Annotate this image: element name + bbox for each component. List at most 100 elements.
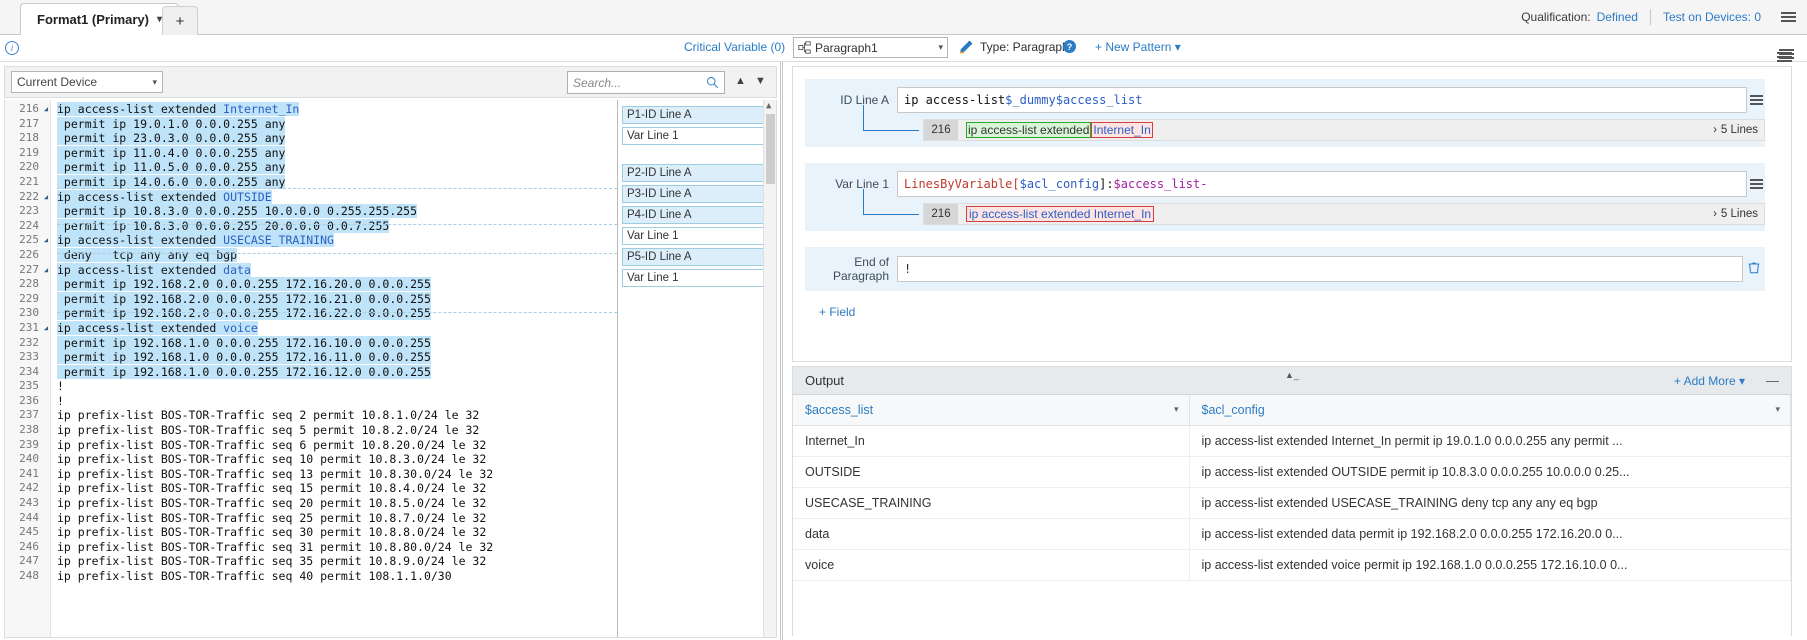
output-column-acl-config[interactable]: $acl_config ▾ — [1189, 395, 1791, 426]
device-select[interactable]: Current Device ▾ — [11, 71, 163, 93]
pattern-chip-var-line[interactable]: Var Line 1 — [622, 269, 774, 287]
code-line-text: ! — [57, 379, 64, 394]
pattern-chip-id-line[interactable]: P1-ID Line A — [622, 106, 774, 124]
pattern-chip-id-line[interactable]: P3-ID Line A — [622, 185, 774, 203]
table-row[interactable]: USECASE_TRAININGip access-list extended … — [793, 488, 1791, 519]
table-row[interactable]: voiceip access-list extended voice permi… — [793, 550, 1791, 581]
end-of-paragraph-input[interactable]: ! — [897, 256, 1743, 282]
hamburger-icon[interactable] — [1773, 0, 1803, 34]
search-icon[interactable] — [706, 76, 719, 89]
tab-format1[interactable]: Format1 (Primary) ▾ — [20, 3, 179, 35]
var-line-match-box[interactable]: 216 ip access-list extended Internet_In … — [923, 203, 1765, 225]
code-line[interactable]: 219 permit ip 11.0.4.0 0.0.0.255 any — [5, 146, 776, 161]
connector-elbow — [863, 189, 919, 215]
hamburger-icon[interactable] — [1747, 99, 1765, 101]
code-line[interactable]: 248ip prefix-list BOS-TOR-Traffic seq 40… — [5, 569, 776, 584]
new-pattern-button[interactable]: + New Pattern ▾ — [1095, 40, 1181, 54]
table-row[interactable]: Internet_Inip access-list extended Inter… — [793, 426, 1791, 457]
var-line-lines-label: 5 Lines — [1721, 208, 1758, 220]
fold-toggle-icon[interactable]: ◢ — [42, 263, 50, 278]
code-line[interactable]: 232 permit ip 192.168.1.0 0.0.0.255 172.… — [5, 336, 776, 351]
code-line[interactable]: 240ip prefix-list BOS-TOR-Traffic seq 10… — [5, 452, 776, 467]
paragraph-select[interactable]: Paragraph1 ▾ — [793, 37, 948, 58]
pattern-chip-id-line[interactable]: P2-ID Line A — [622, 164, 774, 182]
chevron-down-icon[interactable]: ▾ — [1174, 404, 1179, 415]
code-scrollbar[interactable]: ▲ — [763, 100, 776, 637]
code-line[interactable]: 234 permit ip 192.168.1.0 0.0.0.255 172.… — [5, 365, 776, 380]
add-tab-button[interactable]: + — [162, 6, 198, 35]
id-line-match-box[interactable]: 216 ip access-list extendedInternet_In ›… — [923, 119, 1765, 141]
var-line-expand-lines-button[interactable]: ›5 Lines — [1713, 208, 1758, 220]
pattern-chip-var-line[interactable]: Var Line 1 — [622, 127, 774, 145]
code-line[interactable]: 230 permit ip 192.168.2.0 0.0.0.255 172.… — [5, 306, 776, 321]
code-line[interactable]: 233 permit ip 192.168.1.0 0.0.0.255 172.… — [5, 350, 776, 365]
add-more-button[interactable]: + Add More ▾ — [1674, 374, 1745, 388]
code-line[interactable]: 235! — [5, 379, 776, 394]
code-line[interactable]: 231◢ip access-list extended voice — [5, 321, 776, 336]
code-line[interactable]: 241ip prefix-list BOS-TOR-Traffic seq 13… — [5, 467, 776, 482]
fold-toggle-icon[interactable]: ◢ — [42, 233, 50, 248]
pattern-chip-id-line[interactable]: P5-ID Line A — [622, 248, 774, 266]
fold-toggle-icon[interactable]: ◢ — [42, 321, 50, 336]
pattern-connector-line — [57, 224, 617, 225]
pattern-chip-id-line[interactable]: P4-ID Line A — [622, 206, 774, 224]
help-icon[interactable]: ? — [1063, 40, 1076, 53]
id-line-match-row: 216 ip access-list extendedInternet_In ›… — [805, 119, 1765, 141]
critical-variable-link[interactable]: Critical Variable (0) — [684, 40, 785, 54]
var-line-bracket-open: [ — [1012, 177, 1019, 191]
config-code-editor[interactable]: 216◢ip access-list extended Internet_In2… — [4, 100, 777, 638]
trash-icon[interactable] — [1743, 260, 1765, 278]
id-line-match-linenum: 216 — [924, 120, 958, 140]
chevron-down-icon: ▾ — [938, 42, 943, 53]
code-line[interactable]: 238ip prefix-list BOS-TOR-Traffic seq 5 … — [5, 423, 776, 438]
test-on-devices-link[interactable]: Test on Devices: 0 — [1663, 10, 1761, 24]
nav-down-button[interactable]: ▼ — [755, 75, 766, 87]
hamburger-icon[interactable] — [1771, 37, 1801, 71]
code-line-text: ip access-list extended USECASE_TRAINING — [57, 233, 334, 248]
chevron-down-icon[interactable]: ▾ — [1775, 404, 1780, 415]
line-number: 232 — [5, 336, 39, 351]
code-line[interactable]: 247ip prefix-list BOS-TOR-Traffic seq 35… — [5, 554, 776, 569]
fold-toggle-icon[interactable]: ◢ — [42, 190, 50, 205]
code-line[interactable]: 244ip prefix-list BOS-TOR-Traffic seq 25… — [5, 511, 776, 526]
minus-icon[interactable]: — — [1766, 373, 1779, 388]
pattern-editor: ID Line A ip access-list $_dummy $access… — [792, 66, 1792, 362]
line-number: 224 — [5, 219, 39, 234]
info-icon[interactable]: i — [5, 41, 19, 55]
code-line[interactable]: 236! — [5, 394, 776, 409]
table-row[interactable]: dataip access-list extended data permit … — [793, 519, 1791, 550]
code-line-text: permit ip 192.168.1.0 0.0.0.255 172.16.1… — [57, 336, 431, 351]
output-table-header-row: $access_list ▾ $acl_config ▾ — [793, 395, 1791, 426]
nav-up-button[interactable]: ▲ — [735, 75, 746, 87]
code-line[interactable]: 229 permit ip 192.168.2.0 0.0.0.255 172.… — [5, 292, 776, 307]
pattern-chip-var-line[interactable]: Var Line 1 — [622, 227, 774, 245]
qualification-value[interactable]: Defined — [1597, 10, 1638, 24]
qualification-label: Qualification: — [1521, 10, 1590, 24]
code-line[interactable]: 242ip prefix-list BOS-TOR-Traffic seq 15… — [5, 481, 776, 496]
code-line[interactable]: 239ip prefix-list BOS-TOR-Traffic seq 6 … — [5, 438, 776, 453]
output-column-access-list[interactable]: $access_list ▾ — [793, 395, 1189, 426]
pencil-icon[interactable] — [958, 39, 974, 55]
line-number: 247 — [5, 554, 39, 569]
line-number: 231 — [5, 321, 39, 336]
table-row[interactable]: OUTSIDEip access-list extended OUTSIDE p… — [793, 457, 1791, 488]
hamburger-icon[interactable] — [1747, 183, 1765, 185]
search-input[interactable]: Search... — [567, 71, 725, 94]
code-line[interactable]: 246ip prefix-list BOS-TOR-Traffic seq 31… — [5, 540, 776, 555]
id-line-expand-lines-button[interactable]: ›5 Lines — [1713, 124, 1758, 136]
add-field-button[interactable]: + Field — [819, 305, 855, 319]
scrollbar-thumb[interactable] — [766, 114, 775, 184]
pane-divider — [782, 62, 783, 640]
id-line-input[interactable]: ip access-list $_dummy $access_list — [897, 87, 1747, 113]
acl-name-token: voice — [223, 321, 258, 335]
chevron-down-icon: ▾ — [1739, 374, 1745, 388]
code-line[interactable]: 245ip prefix-list BOS-TOR-Traffic seq 30… — [5, 525, 776, 540]
cell-access-list: voice — [793, 550, 1189, 581]
var-line-input[interactable]: LinesByVariable[$acl_config]:$access_lis… — [897, 171, 1747, 197]
fold-toggle-icon[interactable]: ◢ — [42, 102, 50, 117]
code-line[interactable]: 237ip prefix-list BOS-TOR-Traffic seq 2 … — [5, 408, 776, 423]
collapse-icon[interactable]: ▲_ — [1285, 370, 1299, 380]
code-line[interactable]: 243ip prefix-list BOS-TOR-Traffic seq 20… — [5, 496, 776, 511]
scroll-up-icon[interactable]: ▲ — [766, 101, 771, 111]
pattern-connector-line — [57, 188, 617, 189]
